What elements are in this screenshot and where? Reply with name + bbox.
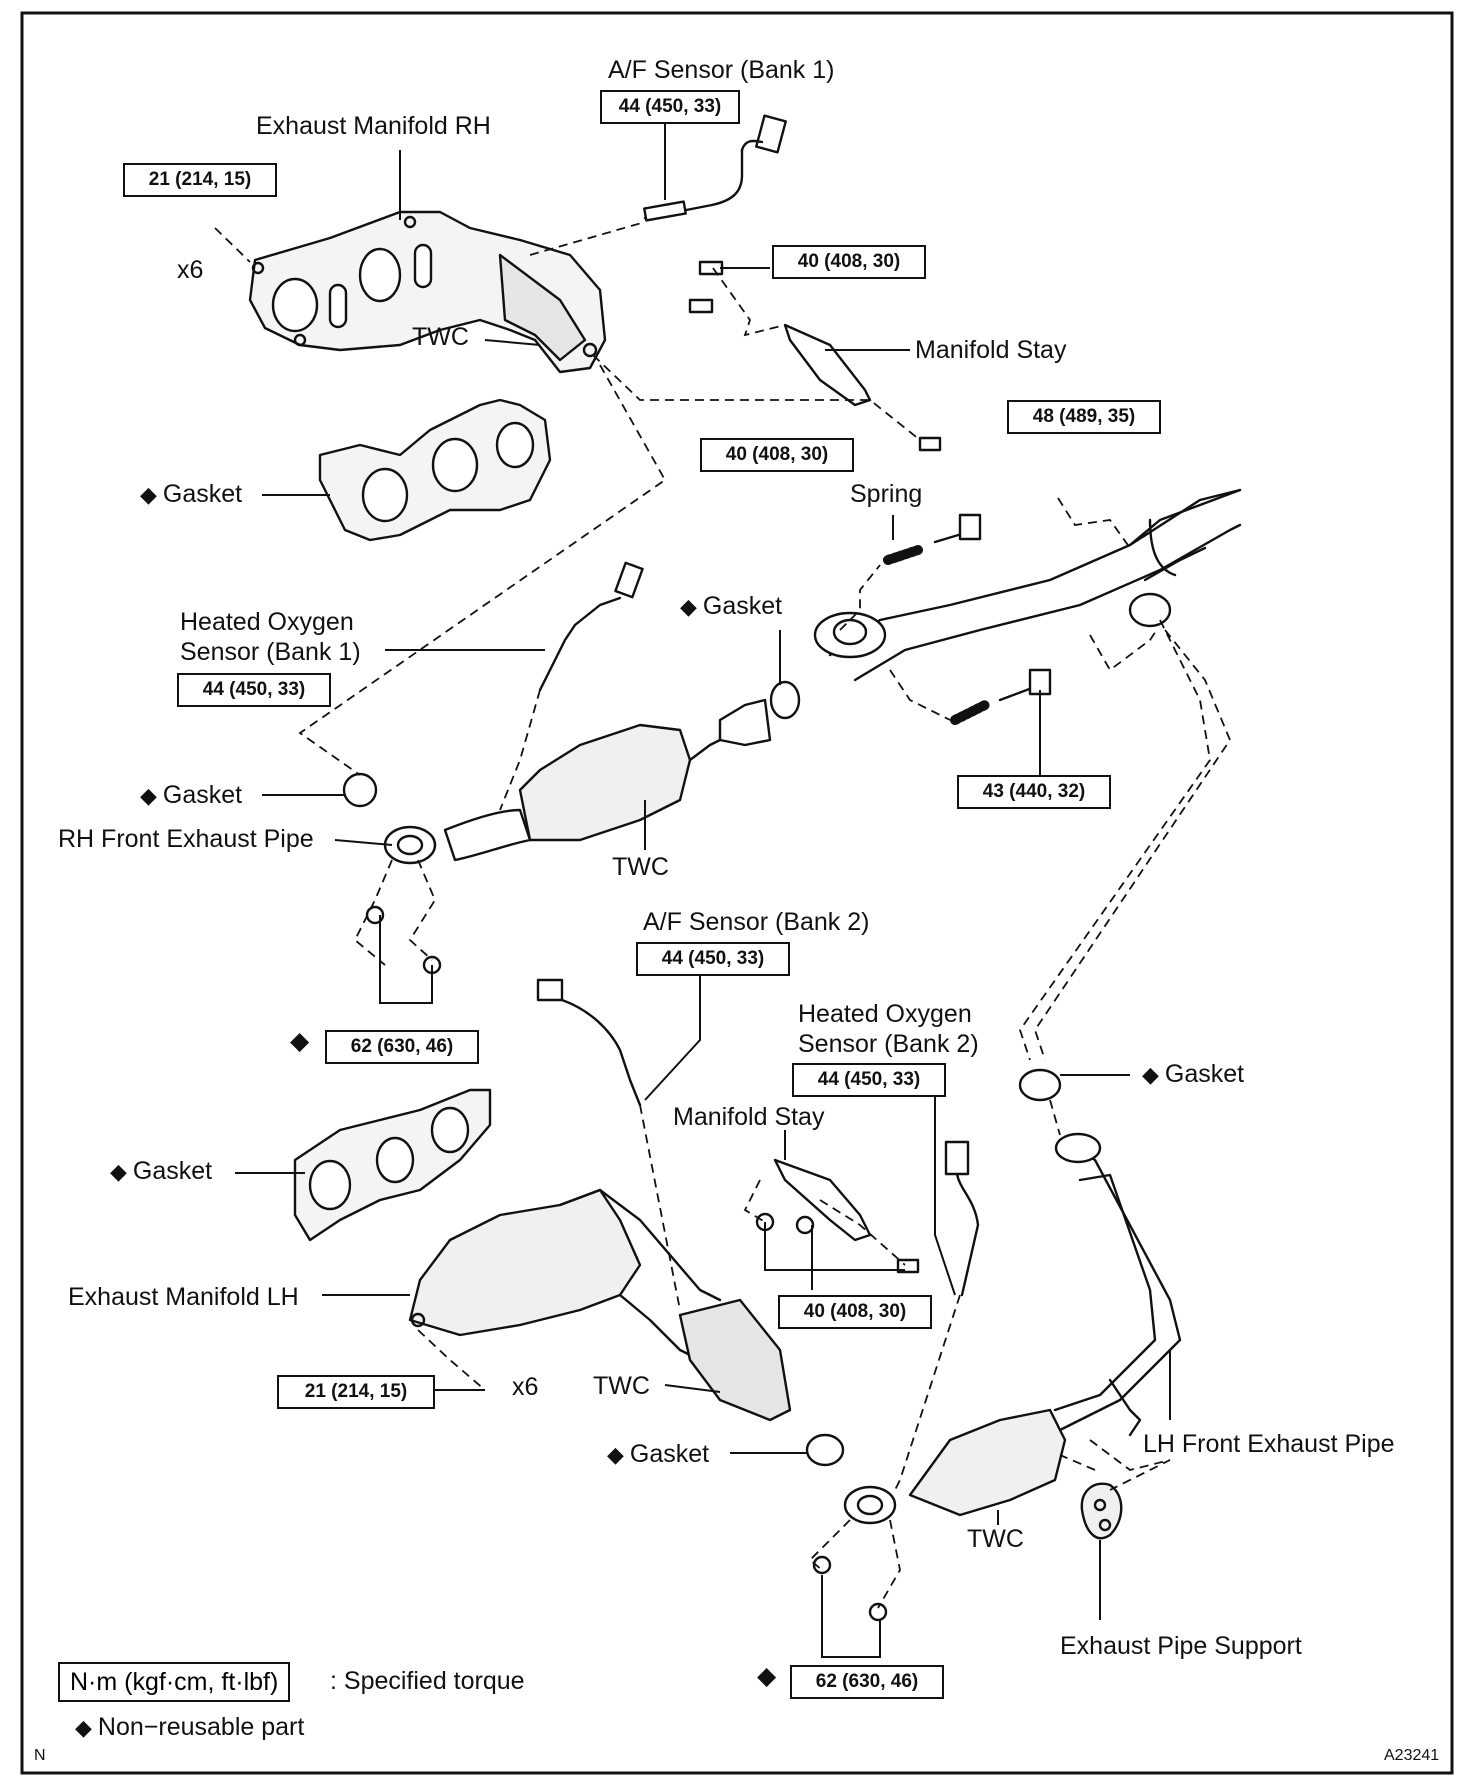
label-twc-mid: TWC [612,853,669,881]
label-rh-front-exhaust-pipe: RH Front Exhaust Pipe [58,825,314,853]
legend-torque-unit: N·m (kgf·cm, ft·lbf) [58,1662,291,1702]
af-sensor-bank2 [536,978,642,1107]
diamond-icon: ◆ [290,1027,310,1055]
diagram-frame [20,11,1454,1775]
torque-lh-pipe-nut: 62 (630, 46) [790,1665,944,1699]
label-spring: Spring [850,480,923,508]
gasket-ring-mid [769,680,801,720]
leader-rh-nut-torque [379,915,433,1004]
gasket-ring-lh [1018,1068,1062,1102]
figure-code: A23241 [1384,1747,1440,1764]
label-af-sensor-bank1: A/F Sensor (Bank 1) [608,56,835,84]
diamond-icon: ◆ [1142,1062,1159,1087]
label-heated-o2-bank1-line1: Heated Oxygen [180,608,354,636]
spring-upper [883,513,982,565]
torque-ho2-bank1: 44 (450, 33) [177,673,331,707]
torque-stay-bottom: 40 (408, 30) [778,1295,932,1329]
diamond-icon: ◆ [75,1715,92,1740]
leader-rh-front-pipe [334,839,393,846]
gasket-ring-lh-twc [805,1433,845,1467]
af-sensor-bank1 [643,114,787,222]
leader-lh-nut-torque-bottom [821,1575,881,1658]
manifold-stay-top [688,260,942,452]
exhaust-manifold-lh [408,1188,792,1422]
gasket-lh-manifold [293,1088,492,1242]
label-twc-lh: TWC [593,1372,650,1400]
label-heated-o2-bank2-line1: Heated Oxygen [798,1000,972,1028]
lh-pipe-nut-2 [868,1602,888,1622]
diamond-icon: ◆ [607,1442,624,1467]
diamond-icon: ◆ [680,594,697,619]
torque-spring-bolt: 43 (440, 32) [957,775,1111,809]
gasket-ring-rh [342,772,378,808]
label-x6-bottom: x6 [512,1373,539,1401]
diamond-icon: ◆ [757,1662,777,1690]
label-gasket-6: ◆Gasket [607,1440,710,1468]
label-gasket-1: ◆Gasket [140,480,243,508]
label-manifold-stay-bottom: Manifold Stay [673,1103,825,1131]
gasket-rh-manifold [318,398,552,542]
label-lh-front-exhaust-pipe: LH Front Exhaust Pipe [1143,1430,1395,1458]
torque-ho2-bank2: 44 (450, 33) [792,1063,946,1097]
label-gasket-2: ◆Gasket [680,592,783,620]
torque-manifold-lh-nut: 21 (214, 15) [277,1375,435,1409]
torque-stay-top-lower: 40 (408, 30) [700,438,854,472]
label-twc-bottom: TWC [967,1525,1024,1553]
lh-front-exhaust-pipe [1053,1132,1182,1437]
main-tail-pipe [813,488,1242,682]
leader-twc-lh [664,1384,721,1393]
spring-lower [950,668,1052,725]
label-manifold-stay-top: Manifold Stay [915,336,1067,364]
label-x6-top: x6 [177,256,204,284]
label-gasket-3: ◆Gasket [140,781,243,809]
exhaust-manifold-rh [248,210,607,374]
label-twc-top: TWC [412,323,469,351]
label-af-sensor-bank2: A/F Sensor (Bank 2) [643,908,870,936]
exhaust-pipe-support [1080,1482,1123,1540]
label-exhaust-pipe-support: Exhaust Pipe Support [1060,1632,1302,1660]
torque-af-bank2: 44 (450, 33) [636,942,790,976]
lh-pipe-nut-1 [812,1555,832,1575]
heated-o2-sensor-bank1 [538,561,644,692]
label-heated-o2-bank2-line2: Sensor (Bank 2) [798,1030,979,1058]
heated-o2-sensor-bank2 [944,1140,980,1297]
rh-twc [383,698,772,865]
label-exhaust-manifold-lh: Exhaust Manifold LH [68,1283,299,1311]
corner-mark-left: N [34,1747,46,1764]
torque-rh-pipe-nut: 62 (630, 46) [325,1030,479,1064]
manifold-stay-bottom [755,1158,920,1274]
leader-twc-top [484,339,541,346]
torque-stay-top-upper: 40 (408, 30) [772,245,926,279]
label-gasket-5: ◆Gasket [110,1157,213,1185]
torque-af-bank1: 44 (450, 33) [600,90,740,124]
label-gasket-4: ◆Gasket [1142,1060,1245,1088]
torque-tail-bolt: 48 (489, 35) [1007,400,1161,434]
torque-manifold-rh-nut: 21 (214, 15) [123,163,277,197]
diamond-icon: ◆ [110,1159,127,1184]
lh-twc [843,1408,1067,1525]
leader-stay-bottom-torque [764,1222,905,1290]
label-exhaust-manifold-rh: Exhaust Manifold RH [256,112,491,140]
label-heated-o2-bank1-line2: Sensor (Bank 1) [180,638,361,666]
leader-af-bank2 [644,975,701,1101]
diamond-icon: ◆ [140,482,157,507]
leader-heated-o2-bank2 [934,1095,956,1296]
diamond-icon: ◆ [140,783,157,808]
legend-torque-desc: : Specified torque [330,1667,525,1695]
legend-non-reusable: ◆Non−reusable part [75,1713,305,1741]
